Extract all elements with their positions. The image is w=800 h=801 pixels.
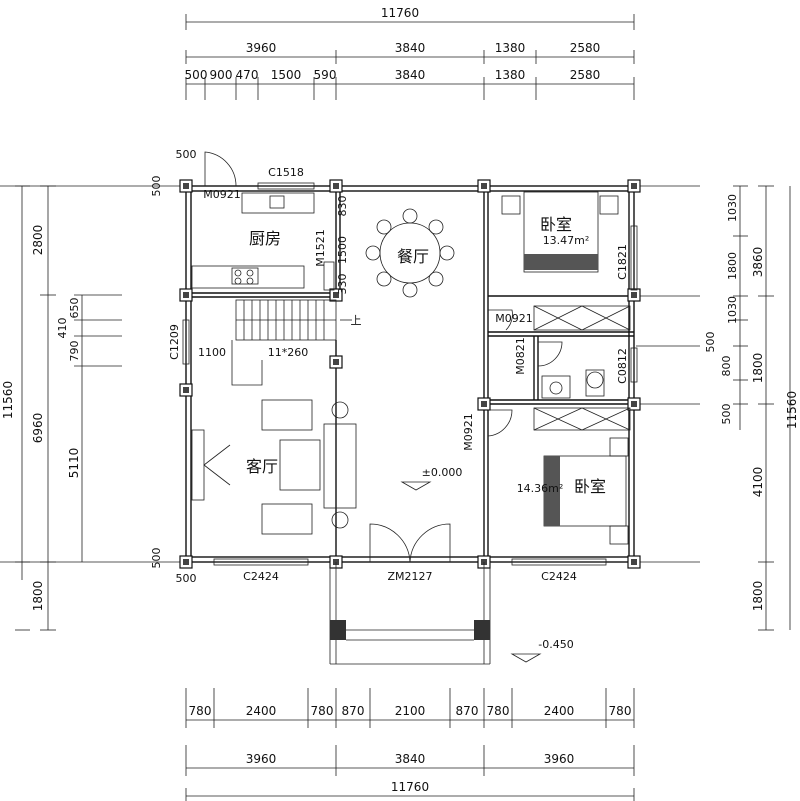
staircase [231, 299, 352, 386]
label-kitchen-830: 830 [336, 196, 349, 217]
label-c1821: C1821 [616, 244, 629, 280]
room-living: 客厅 [246, 457, 278, 476]
top-dim-2580b: 2580 [570, 68, 601, 82]
left-dim-2800: 2800 [31, 225, 45, 256]
top-dim-3840b: 3840 [395, 68, 426, 82]
bottom-total-dim: 11760 [391, 780, 429, 794]
left-dimensions: 11560 2800 6960 1800 650 410 790 5110 [1, 185, 122, 631]
label-c0812: C0812 [616, 348, 629, 384]
label-level0: ±0.000 [422, 466, 463, 479]
left-dim-410: 410 [56, 318, 69, 339]
right-dim-1800: 1800 [751, 353, 765, 384]
top-dim-500: 500 [185, 68, 208, 82]
room-bedroom1-area: 13.47m² [543, 234, 590, 247]
top-dim-3960: 3960 [246, 41, 277, 55]
label-c2424-left: C2424 [243, 570, 279, 583]
bottom-dim-870a: 870 [342, 704, 365, 718]
label-m0921-mid: M0921 [462, 413, 475, 451]
bottom-dim-3960a: 3960 [246, 752, 277, 766]
top-dim-900: 900 [210, 68, 233, 82]
left-dim-650: 650 [68, 298, 81, 319]
bottom-dim-2400a: 2400 [246, 704, 277, 718]
left-dim-5110: 5110 [67, 448, 81, 479]
kitchen-fixtures [191, 192, 335, 291]
right-dim-1800-inner: 1800 [726, 252, 739, 280]
right-dim-1030b: 1030 [726, 296, 739, 324]
top-dim-3840: 3840 [395, 41, 426, 55]
top-dim-1380: 1380 [495, 41, 526, 55]
left-dim-790: 790 [68, 341, 81, 362]
left-total-dim: 11560 [1, 381, 15, 419]
label-c2424-right: C2424 [541, 570, 577, 583]
left-dim-6960: 6960 [31, 413, 45, 444]
bottom-dim-780c: 780 [487, 704, 510, 718]
label-stairs-up: 上 [351, 314, 362, 327]
right-dim-500b: 500 [720, 404, 733, 425]
label-m1521: M1521 [314, 229, 327, 267]
label-stairs-count: 11*260 [268, 346, 309, 359]
level-out-marker [510, 653, 542, 663]
bottom-dim-3960b: 3960 [544, 752, 575, 766]
bottom-dim-780b: 780 [311, 704, 334, 718]
room-dining: 餐厅 [397, 247, 429, 266]
bottom-dim-780a: 780 [189, 704, 212, 718]
label-c1518: C1518 [268, 166, 304, 179]
room-kitchen: 厨房 [249, 229, 281, 248]
right-dim-1030: 1030 [726, 194, 739, 222]
right-total-dim: 11560 [785, 391, 799, 429]
bottom-dim-2400b: 2400 [544, 704, 575, 718]
interior-walls [191, 186, 634, 562]
top-dim-1500: 1500 [271, 68, 302, 82]
top-dim-590: 590 [314, 68, 337, 82]
corner-dim-500-bl-v: 500 [150, 548, 163, 569]
top-total-dim: 11760 [381, 6, 419, 20]
top-dim-470: 470 [236, 68, 259, 82]
room-bedroom2: 卧室 [574, 477, 606, 496]
bedroom2-furniture [533, 407, 631, 545]
label-kitchen-1500: 1500 [336, 236, 349, 264]
corner-dim-500-bl: 500 [176, 572, 197, 585]
right-dim-500: 500 [704, 332, 717, 353]
bottom-dim-2100: 2100 [395, 704, 426, 718]
room-bedroom2-area: 14.36m² [517, 482, 564, 495]
label-zm2127: ZM2127 [387, 570, 432, 583]
right-dimensions: 11560 3860 1800 4100 1800 1030 1800 1030… [636, 185, 799, 631]
top-dimensions: 11760 3960 3840 1380 2580 500 900 470 15… [185, 6, 635, 100]
corner-dim-500-tl-v: 500 [150, 176, 163, 197]
label-m0821: M0821 [514, 337, 527, 375]
bathroom-fixtures [541, 369, 605, 399]
top-dim-1380b: 1380 [495, 68, 526, 82]
right-dim-3860: 3860 [751, 247, 765, 278]
right-dim-800: 800 [720, 356, 733, 377]
dining-table [365, 208, 455, 298]
bedroom1-furniture [501, 191, 631, 331]
bottom-dim-780d: 780 [609, 704, 632, 718]
living-furniture [191, 399, 357, 535]
bottom-dimensions: 780 2400 780 870 2100 870 780 2400 780 3… [185, 688, 635, 801]
left-dim-1800: 1800 [31, 581, 45, 612]
corner-dim-500-tl: 500 [176, 148, 197, 161]
label-level-out: -0.450 [538, 638, 573, 651]
windows [182, 182, 638, 566]
right-dim-4100: 4100 [751, 467, 765, 498]
label-m0921-bed: M0921 [495, 312, 533, 325]
level0-marker [400, 481, 432, 491]
right-dim-1800b: 1800 [751, 581, 765, 612]
label-kitchen-330: 330 [336, 274, 349, 295]
label-m0921-top: M0921 [203, 188, 241, 201]
room-bedroom1: 卧室 [540, 215, 572, 234]
label-stairs-1100: 1100 [198, 346, 226, 359]
doors [204, 151, 563, 563]
bottom-dim-3840: 3840 [395, 752, 426, 766]
entrance-porch [329, 562, 491, 665]
bottom-dim-870b: 870 [456, 704, 479, 718]
top-dim-2580: 2580 [570, 41, 601, 55]
label-c1209: C1209 [168, 324, 181, 360]
